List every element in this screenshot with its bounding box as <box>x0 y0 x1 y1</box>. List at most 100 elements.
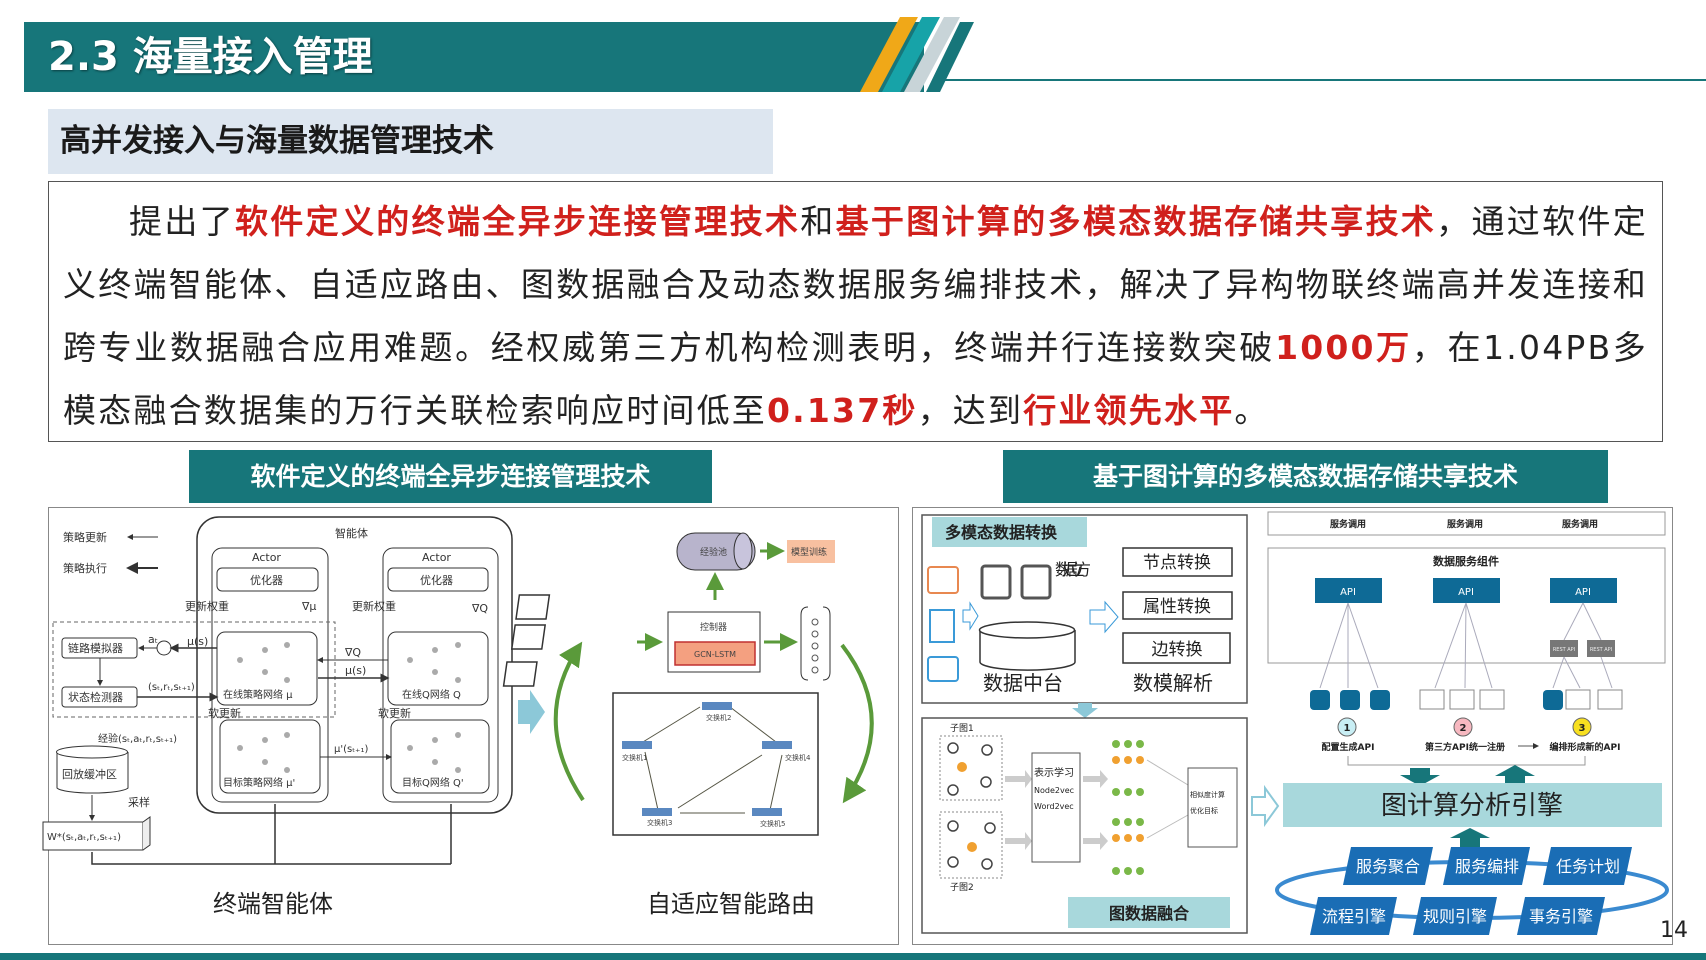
process-engine: 流程引擎 <box>1322 907 1386 926</box>
soft-update-label: 软更新 <box>208 706 241 720</box>
grad-q-label: ∇Q <box>344 646 361 659</box>
agent-label: 智能体 <box>335 526 368 540</box>
service-orchestration: 服务编排 <box>1455 857 1519 876</box>
node-conversion: 节点转换 <box>1143 553 1211 573</box>
step-number: 3 <box>1579 723 1586 734</box>
data-platform-label: 数据中台 <box>983 671 1063 695</box>
attribute-conversion: 属性转换 <box>1143 597 1211 617</box>
transaction-engine: 事务引擎 <box>1529 907 1593 926</box>
subgraph-1-label: 子图1 <box>950 723 974 734</box>
database-icon <box>1310 690 1563 710</box>
actor-label: Actor <box>422 551 451 564</box>
rest-api-box: REST API <box>1553 647 1575 653</box>
routing-diagram: 经验池 模型训练 控制器 GCN-LSTM 交换机1 交换机2 交换机3 交换机… <box>502 532 874 918</box>
highlight-segment: 基于图计算的多模态数据存储共享技术 <box>835 202 1437 241</box>
agent-diagram: 策略更新 策略执行 智能体 Actor Actor 优化器 优化器 更新权重 更… <box>42 516 513 918</box>
mu-target-label: μ'(sₜ₊₁) <box>334 744 368 755</box>
legend-policy-update: 策略更新 <box>63 530 107 544</box>
target-q-network: 目标Q网络 Q' <box>402 776 464 789</box>
service-aggregation: 服务聚合 <box>1356 857 1420 876</box>
step-number: 2 <box>1460 723 1467 734</box>
link-simulator: 链路模拟器 <box>68 641 123 655</box>
repr-learning: 表示学习 <box>1034 766 1074 779</box>
optimizer-label: 优化器 <box>420 573 453 587</box>
switch-label: 交换机3 <box>647 818 672 827</box>
highlight-segment: 0.137秒 <box>767 391 918 430</box>
fusion-diagram: 子图1 子图2 表示学习 Node2vec Word2vec 相似度计算 优化目… <box>921 717 1248 934</box>
api-box: API <box>1575 587 1591 598</box>
model-training: 模型训练 <box>791 546 827 558</box>
api-box: API <box>1340 587 1356 598</box>
switch-label: 交换机2 <box>706 713 731 722</box>
graph-fusion-label: 图数据融合 <box>1109 904 1190 923</box>
replay-buffer: 回放缓冲区 <box>62 767 117 781</box>
title-decoration <box>860 17 1706 92</box>
graph-node-icon <box>1419 689 1623 710</box>
graph-engine-label: 图计算分析引擎 <box>1381 791 1563 821</box>
service-call-label: 服务调用 <box>1330 518 1366 530</box>
text-segment: ，达到 <box>917 391 1024 430</box>
optimizer-label: 优化器 <box>250 573 283 587</box>
rule-engine: 规则引擎 <box>1423 907 1487 926</box>
action-label: aₜ <box>148 633 158 646</box>
step-label: 编排形成新的API <box>1550 741 1621 753</box>
rest-api-box: REST API <box>1590 647 1612 653</box>
online-q-network: 在线Q网络 Q <box>402 688 461 701</box>
switch-label: 交换机5 <box>760 819 785 828</box>
conversion-label: 多模态数据转换 <box>945 523 1058 542</box>
online-policy-network: 在线策略网络 μ <box>223 688 293 701</box>
word2vec: Word2vec <box>1034 802 1074 811</box>
service-call-label: 服务调用 <box>1447 518 1483 530</box>
video-icon <box>927 656 959 682</box>
service-call-label: 服务调用 <box>1562 518 1598 530</box>
model-parse-label: 数模解析 <box>1133 671 1213 695</box>
update-weights-label: 更新权重 <box>352 599 396 613</box>
agent-caption: 终端智能体 <box>213 890 333 918</box>
switch-label: 交换机1 <box>622 753 647 762</box>
sampling-label: 采样 <box>128 795 150 809</box>
routing-caption: 自适应智能路由 <box>647 890 815 918</box>
service-diagram: 服务调用 服务调用 服务调用 数据服务组件 API API API REST A… <box>1267 511 1669 935</box>
left-panel <box>48 507 899 945</box>
table-icon <box>927 566 959 594</box>
state-detector: 状态检测器 <box>68 690 123 704</box>
soft-update-label: 软更新 <box>378 706 411 720</box>
page-number: 14 <box>1660 918 1688 943</box>
switch-label: 交换机4 <box>785 753 811 762</box>
text-segment: ，在1.04PB多模态融合数据集的万行关联检索响应时间低至 <box>63 328 1648 430</box>
similarity-calc: 相似度计算 <box>1190 790 1225 799</box>
actor-label: Actor <box>252 551 281 564</box>
slide-title: 2.3 海量接入管理 <box>24 22 924 92</box>
grad-mu-label: ∇μ <box>301 600 316 613</box>
mu-s-label: μ(s) <box>187 635 208 648</box>
sample-tuple: W*(sₜ,aₜ,rₜ,sₜ₊₁) <box>47 832 121 843</box>
arrow-right-icon <box>518 690 545 734</box>
mu-s-label: μ(s) <box>345 664 366 677</box>
state-tuple-label: (sₜ,rₜ,sₜ₊₁) <box>148 682 195 693</box>
update-weights-label: 更新权重 <box>185 599 229 613</box>
document-icon <box>929 609 955 643</box>
step-number: 1 <box>1344 723 1351 734</box>
gcn-lstm-model: GCN-LSTM <box>694 650 736 659</box>
node2vec: Node2vec <box>1034 786 1074 795</box>
experience-pool: 经验池 <box>700 546 727 558</box>
task-plan: 任务计划 <box>1556 857 1620 876</box>
api-box: API <box>1458 587 1474 598</box>
edge-conversion: 边转换 <box>1152 640 1203 660</box>
arrow-right-icon <box>1251 784 1280 828</box>
optimization-goal: 优化目标 <box>1190 806 1218 815</box>
highlight-segment: 软件定义的终端全异步连接管理技术 <box>234 202 801 241</box>
text-segment: ，通过软件定义终端智能体、自适应路由、图数据融合及动态数据服务编排技术，解决了异… <box>63 202 1648 367</box>
footer-bar <box>0 953 1706 960</box>
step-label: 第三方API统一注册 <box>1425 741 1505 753</box>
summary-paragraph: 提出了软件定义的终端全异步连接管理技术和基于图计算的多模态数据存储共享技术，通过… <box>48 181 1663 442</box>
highlight-segment: 行业领先水平 <box>1023 391 1235 430</box>
target-policy-network: 目标策略网络 μ' <box>223 776 295 789</box>
experience-label: 经验(sₜ,aₜ,rₜ,sₜ₊₁) <box>98 732 177 745</box>
subgraph-2-label: 子图2 <box>950 882 974 893</box>
text-segment: 提出了 <box>129 202 235 241</box>
highlight-segment: 1000万 <box>1275 328 1412 367</box>
right-panel <box>912 507 1673 945</box>
data-cube-label: 数据立方 <box>1055 560 1091 579</box>
